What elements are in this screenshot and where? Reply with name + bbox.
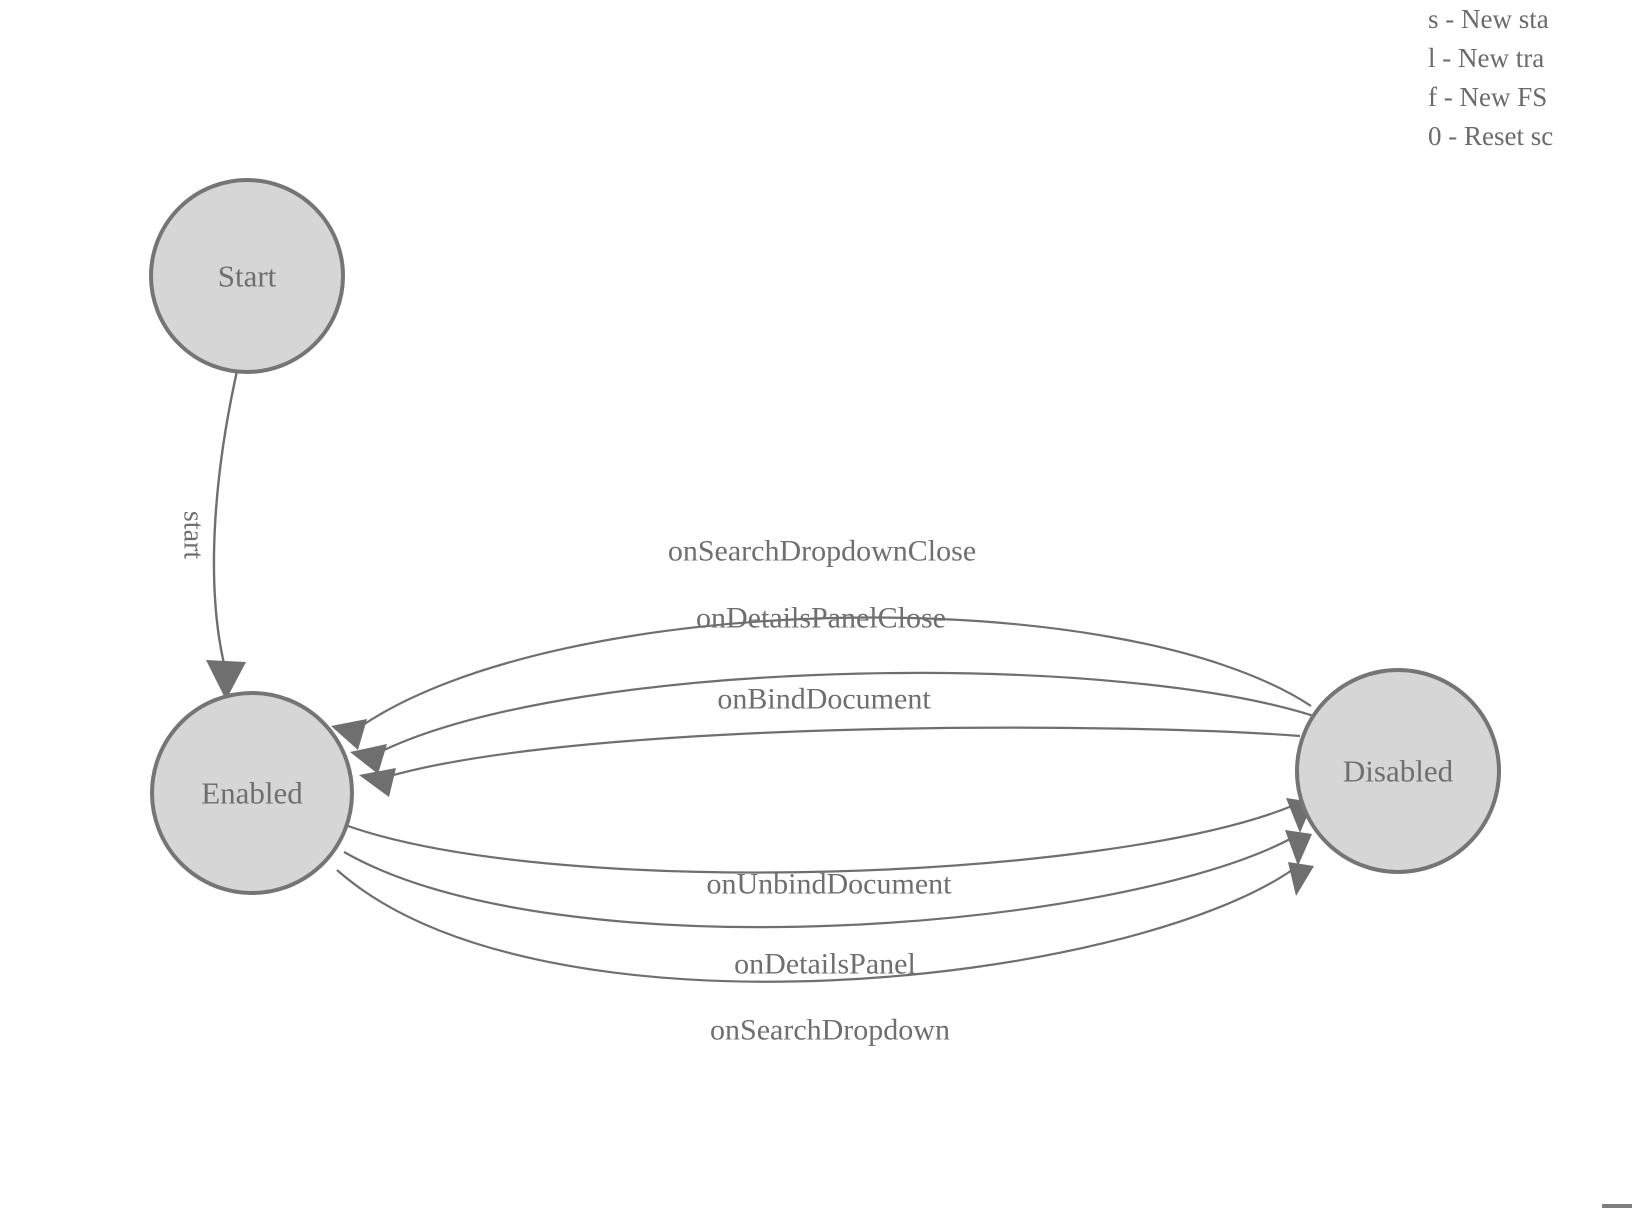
- edge-label-on-search-dropdown: onSearchDropdown: [710, 1014, 950, 1047]
- arrowhead-icon: [359, 768, 396, 797]
- edge-label-on-details-panel: onDetailsPanel: [734, 948, 916, 981]
- node-disabled-circle[interactable]: [1295, 668, 1501, 874]
- edge-path: [347, 804, 1293, 874]
- help-line-reset: 0 - Reset sc: [1428, 121, 1554, 151]
- node-enabled[interactable]: Enabled: [150, 691, 354, 895]
- edge-label-on-bind-document: onBindDocument: [717, 683, 931, 716]
- arrowhead-icon: [350, 744, 387, 774]
- edge-path: [212, 370, 239, 665]
- edge-path: [359, 616, 1312, 728]
- node-start[interactable]: Start: [149, 178, 345, 374]
- help-line-new-transition: l - New tra: [1428, 43, 1545, 73]
- arrowhead-icon: [1288, 862, 1314, 896]
- edge-on-search-dropdown[interactable]: [336, 862, 1314, 983]
- edge-on-details-panel[interactable]: [343, 830, 1312, 929]
- node-disabled-label: Disabled: [1343, 754, 1454, 789]
- edge-path: [389, 726, 1301, 778]
- help-line-new-state: s - New sta: [1428, 4, 1549, 34]
- node-start-label: Start: [218, 259, 277, 294]
- edge-group-disabled-to-enabled: [331, 616, 1332, 797]
- edge-path: [336, 867, 1296, 983]
- edge-on-bind-document[interactable]: [359, 726, 1301, 797]
- edge-on-search-dropdown-close[interactable]: [331, 616, 1312, 750]
- node-enabled-circle[interactable]: [150, 691, 354, 895]
- edge-label-start: start: [178, 511, 209, 559]
- edge-label-on-search-dropdown-close: onSearchDropdownClose: [668, 535, 976, 568]
- node-start-circle[interactable]: [149, 178, 345, 374]
- edge-group-enabled-to-disabled: [336, 798, 1314, 983]
- edge-on-details-panel-close[interactable]: [350, 671, 1332, 774]
- edge-path: [379, 671, 1332, 753]
- node-enabled-label: Enabled: [201, 776, 303, 811]
- help-line-new-fsm: f - New FS: [1428, 82, 1548, 112]
- edge-path: [343, 837, 1293, 929]
- arrowhead-icon: [331, 719, 367, 750]
- edge-label-on-unbind-document: onUnbindDocument: [707, 868, 953, 901]
- arrowhead-icon: [206, 660, 246, 700]
- edge-label-on-details-panel-close: onDetailsPanelClose: [696, 602, 946, 635]
- edge-start[interactable]: [206, 370, 246, 700]
- corner-frame-marker: [1602, 1172, 1632, 1208]
- help-legend: s - New sta l - New tra f - New FS 0 - R…: [1428, 0, 1632, 156]
- edge-on-unbind-document[interactable]: [347, 798, 1313, 874]
- node-disabled[interactable]: Disabled: [1295, 668, 1501, 874]
- arrowhead-icon: [1285, 830, 1312, 866]
